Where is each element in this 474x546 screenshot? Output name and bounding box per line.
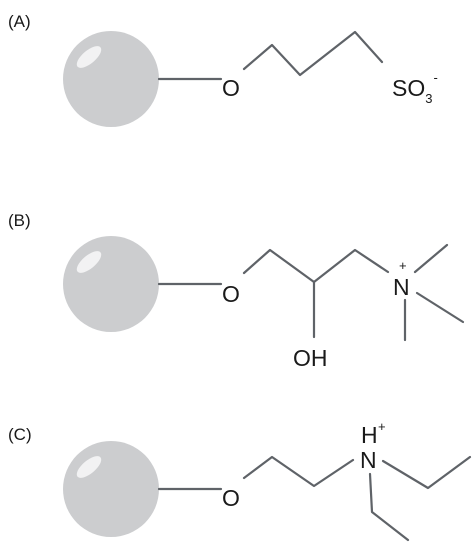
bead-highlight [76, 46, 102, 68]
ethyl-group-right [381, 455, 472, 490]
atom-oxygen: O [222, 281, 240, 307]
ethyl-group-lower [368, 472, 410, 542]
panel-label-a: (A) [8, 12, 31, 31]
ethyl-linker [242, 455, 355, 488]
atom-oxygen: O [222, 75, 240, 101]
hydroxypropyl-chain [242, 248, 390, 284]
atom-nitrogen: N [360, 447, 377, 473]
methyl-bond-right [415, 291, 465, 324]
bead-highlight [76, 251, 102, 273]
bead-sphere [63, 31, 159, 127]
positive-charge: + [399, 258, 407, 273]
bead-a [63, 31, 159, 127]
atom-hydrogen: H [361, 422, 378, 448]
propyl-chain [242, 30, 384, 77]
panel-c: (C) O H + N [8, 419, 472, 542]
positive-charge: + [378, 419, 386, 434]
hydroxyl-group: OH [293, 345, 328, 371]
atom-nitrogen: N [393, 274, 410, 300]
atom-oxygen: O [222, 485, 240, 511]
methyl-bond-upper [413, 243, 449, 274]
bead-b [63, 236, 159, 332]
bead-sphere [63, 441, 159, 537]
bead-c [63, 441, 159, 537]
bead-highlight [76, 456, 102, 478]
bead-sphere [63, 236, 159, 332]
panel-label-b: (B) [8, 211, 31, 230]
panel-a: (A) O SO3- [8, 12, 438, 127]
panel-b: (B) O OH N + [8, 211, 465, 371]
panel-label-c: (C) [8, 425, 32, 444]
sulfonate-group: SO3- [392, 70, 438, 106]
